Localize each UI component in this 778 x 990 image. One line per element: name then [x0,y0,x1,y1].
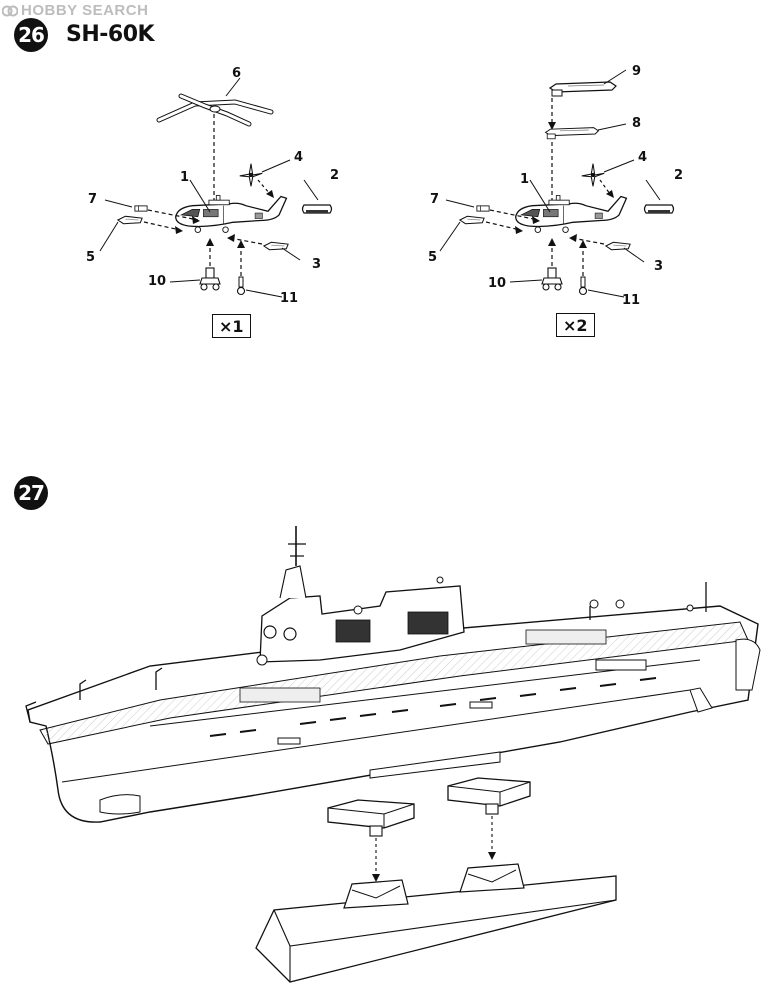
step-27-badge: 27 [14,476,48,510]
label-part-3-right: 3 [654,259,664,274]
wing-stub-part-5 [117,215,143,225]
pod-part-2 [301,204,333,214]
label-part-9-right: 9 [632,64,642,79]
wing-stub-part-3 [263,241,289,251]
label-part-5: 5 [86,250,96,265]
tail-rotor-part-4 [239,163,263,187]
landing-gear-part-10-right [541,267,563,291]
landing-gear-part-10 [199,267,221,291]
quantity-left: ×1 [212,314,251,338]
label-part-11: 11 [280,291,299,306]
wing-stub-part-3-right [605,241,631,251]
stand-assembly [255,777,617,983]
label-part-7-right: 7 [430,192,440,207]
tail-rotor-part-4-right [581,163,605,187]
main-rotor-part-6 [159,96,271,124]
step-26-title: SH-60K [66,22,155,47]
step-26-right-assembly [439,69,675,298]
tail-wheel-part-11-right [578,276,588,296]
label-part-11-right: 11 [622,293,641,308]
quantity-right: ×2 [556,313,595,337]
label-part-10-right: 10 [488,276,507,291]
ship-hull-drawing [25,526,761,823]
label-part-2: 2 [330,168,340,183]
pod-part-2-right [643,204,675,214]
folded-rotor-part-9 [549,81,617,97]
folded-rotor-part-8 [545,127,599,140]
antenna-part-7 [134,205,148,212]
helicopter-body-part-1-right [515,194,628,234]
wing-stub-part-5-right [459,215,485,225]
label-part-8-right: 8 [632,116,642,131]
label-part-6: 6 [232,66,242,81]
label-part-5-right: 5 [428,250,438,265]
label-part-7: 7 [88,192,98,207]
watermark-logo-icon [2,5,18,16]
label-part-2-right: 2 [674,168,684,183]
label-part-3: 3 [312,257,322,272]
label-part-10: 10 [148,274,167,289]
label-part-1: 1 [180,170,190,185]
label-part-4: 4 [294,150,304,165]
tail-wheel-part-11 [236,276,246,296]
watermark-text: HOBBY SEARCH [21,2,149,19]
ship-island-superstructure [256,526,465,666]
label-part-1-right: 1 [520,172,530,187]
helicopter-body-part-1 [175,194,288,234]
step-26-badge: 26 [14,18,48,52]
step-26-left-assembly [99,77,333,298]
label-part-4-right: 4 [638,150,648,165]
antenna-part-7-right [476,205,490,212]
watermark: HOBBY SEARCH [2,2,148,19]
